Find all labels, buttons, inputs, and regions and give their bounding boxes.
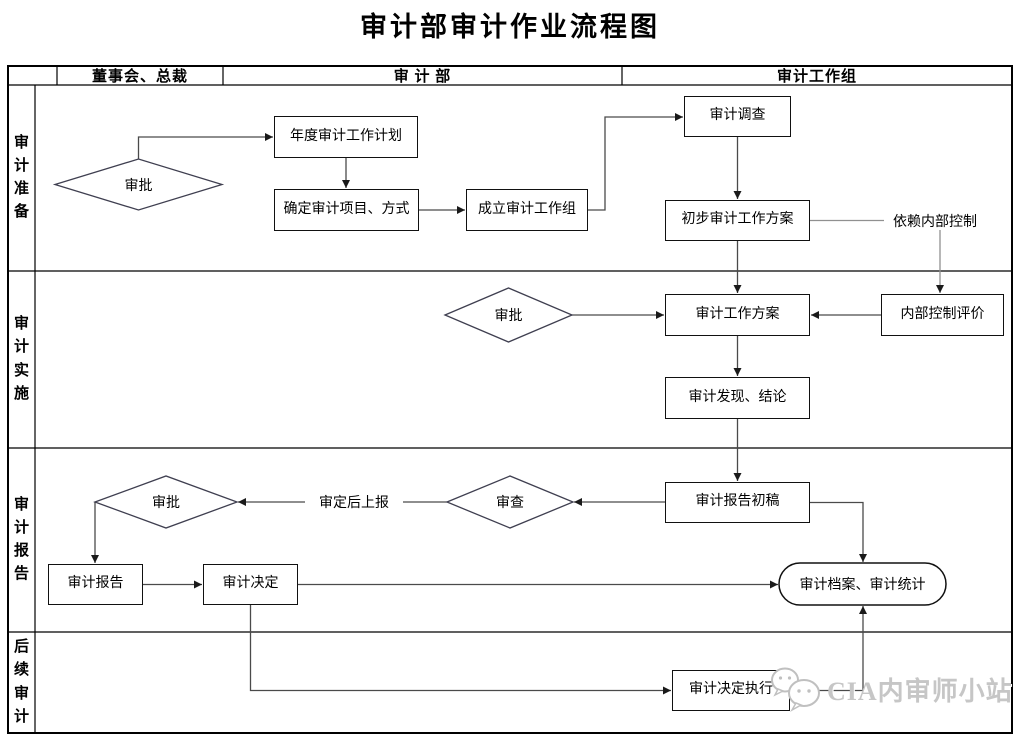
edge-establish-to-investigation — [588, 113, 683, 211]
watermark-text: CIA内审师小站 — [827, 676, 1013, 706]
node-decision: 审计决定 — [203, 564, 298, 605]
header-col-board: 董事会、总裁 — [91, 69, 188, 85]
diagram-title: 审计部审计作业流程图 — [360, 12, 660, 42]
watermark: CIA内审师小站 — [770, 664, 1013, 714]
node-report: 审计报告 — [48, 564, 143, 605]
edge-approve1-to-annual-plan — [137, 133, 273, 160]
table-outer-border — [7, 65, 1013, 734]
chat-bubbles-icon — [771, 667, 820, 712]
edge-decision-to-execution — [249, 605, 671, 695]
node-determine-items: 确定审计项目、方式 — [274, 189, 419, 231]
node-investigation: 审计调查 — [684, 96, 791, 137]
header-col-audit-dept: 审 计 部 — [393, 69, 452, 85]
edge-draft-to-archive — [810, 501, 867, 562]
review-diamond — [445, 475, 575, 529]
approve3-diamond — [93, 475, 239, 529]
node-approve1-label: 审批 — [124, 178, 153, 194]
row-label-text: 后续审计 — [13, 639, 29, 725]
row-label-implementation: 审计实施 — [8, 271, 35, 448]
node-approve3-label: 审批 — [152, 496, 180, 511]
node-archive-label: 审计档案、审计统计 — [799, 578, 926, 593]
node-approve2-label: 审批 — [494, 309, 523, 324]
row-label-reporting: 审计报告 — [8, 448, 35, 632]
edge-label-submit-after-approval: 审定后上报 — [305, 493, 403, 511]
row-label-text: 审计实施 — [13, 316, 29, 402]
row-label-text: 审计准备 — [13, 134, 29, 221]
node-draft-report: 审计报告初稿 — [665, 482, 810, 523]
node-establish-team: 成立审计工作组 — [466, 189, 588, 231]
header-col-audit-team: 审计工作组 — [776, 69, 857, 85]
node-work-plan: 审计工作方案 — [665, 294, 810, 336]
table-grid-lines — [8, 66, 1012, 733]
node-ic-evaluation: 内部控制评价 — [881, 294, 1004, 336]
row-label-text: 审计报告 — [13, 496, 29, 583]
node-preliminary-plan: 初步审计工作方案 — [665, 200, 810, 241]
node-decision-execution: 审计决定执行 — [672, 670, 790, 711]
approve2-diamond — [443, 287, 574, 343]
approve1-diamond — [52, 158, 225, 211]
node-review-label: 审查 — [496, 496, 524, 511]
node-annual-plan: 年度审计工作计划 — [274, 116, 418, 158]
row-label-follow-up: 后续审计 — [8, 632, 35, 733]
node-rely-internal-control: 依赖内部控制 — [884, 212, 986, 230]
row-label-preparation: 审计准备 — [8, 85, 35, 271]
archive-stadium — [778, 562, 947, 606]
node-findings: 审计发现、结论 — [665, 377, 810, 419]
